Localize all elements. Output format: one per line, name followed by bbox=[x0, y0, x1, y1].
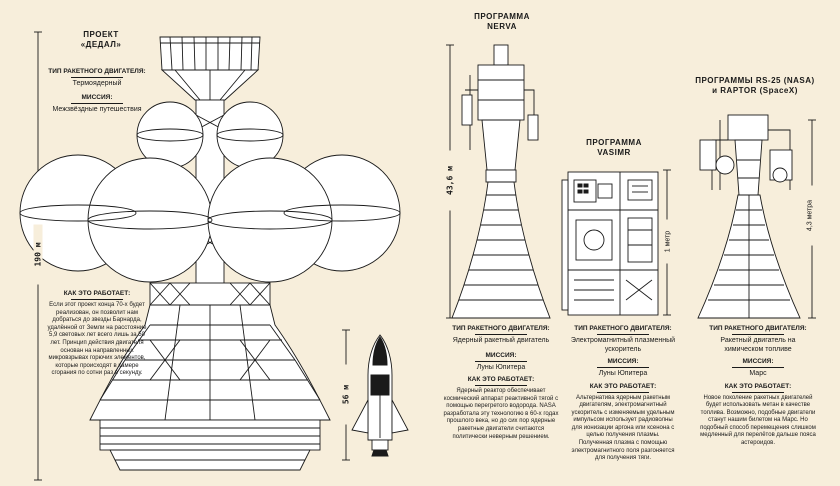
rs25-height-wrap: 4,3 метра bbox=[780, 185, 840, 246]
daedalus-engine-type-label: ТИП РАКЕТНОГО ДВИГАТЕЛЯ: bbox=[48, 68, 146, 75]
rs25-how-text: Новое поколение ракетных двигателей буде… bbox=[700, 394, 816, 447]
divider bbox=[71, 299, 123, 300]
vasimr-mission-label: МИССИЯ: bbox=[607, 358, 639, 365]
nerva-how-label: КАК ЭТО РАБОТАЕТ: bbox=[467, 376, 535, 383]
daedalus-height: 190 м bbox=[33, 224, 43, 285]
vasimr-height: 1 метр bbox=[664, 219, 672, 264]
vasimr-mission: Луны Юпитера bbox=[598, 370, 648, 377]
rs25-engine-type: Ракетный двигатель на химическом топливе bbox=[720, 337, 796, 353]
nerva-height: 43,6 м bbox=[445, 150, 455, 211]
nerva-drawing bbox=[446, 44, 551, 319]
divider bbox=[597, 367, 649, 368]
rs25-drawing bbox=[697, 114, 816, 319]
daedalus-height-wrap: 190 м bbox=[8, 224, 68, 285]
nerva-title: ПРОГРАММА NERVA bbox=[474, 12, 530, 31]
vasimr-info: ТИП РАКЕТНОГО ДВИГАТЕЛЯ: Электромагнитны… bbox=[570, 325, 676, 463]
divider bbox=[475, 334, 527, 335]
divider bbox=[475, 360, 527, 362]
daedalus-how: КАК ЭТО РАБОТАЕТ: Если этот проект конца… bbox=[44, 290, 150, 378]
space-shuttle-drawing bbox=[351, 334, 409, 457]
daedalus-mission: Межзвёздные путешествия bbox=[52, 105, 142, 113]
nerva-info: ТИП РАКЕТНОГО ДВИГАТЕЛЯ: Ядерный ракетны… bbox=[440, 325, 562, 441]
vasimr-drawing bbox=[561, 169, 671, 316]
vasimr-engine-type: Электромагнитный плазменный ускоритель bbox=[570, 337, 676, 353]
daedalus-title: ПРОЕКТ «ДЕДАЛ» bbox=[80, 30, 122, 49]
rs25-mission-label: МИССИЯ: bbox=[742, 358, 774, 365]
nerva-engine-type: Ядерный ракетный двигатель bbox=[452, 337, 550, 344]
daedalus-mission-label: МИССИЯ: bbox=[81, 93, 113, 101]
vasimr-height-wrap: 1 метр bbox=[646, 219, 690, 264]
rs25-info: ТИП РАКЕТНОГО ДВИГАТЕЛЯ: Ракетный двигат… bbox=[700, 325, 816, 448]
divider bbox=[732, 334, 784, 335]
nerva-engine-type-label: ТИП РАКЕТНОГО ДВИГАТЕЛЯ: bbox=[452, 325, 550, 332]
divider bbox=[71, 77, 123, 78]
nerva-how-text: Ядерный реактор обеспечивает космический… bbox=[443, 388, 559, 440]
vasimr-how-text: Альтернатива ядерным ракетным двигателям… bbox=[571, 394, 675, 462]
rs25-title: ПРОГРАММЫ RS-25 (NASA) и RAPTOR (SpaceX) bbox=[695, 76, 815, 95]
daedalus-engine-type: Термоядерный bbox=[72, 80, 122, 87]
shuttle-height: 56 м bbox=[341, 364, 351, 425]
rs25-how-label: КАК ЭТО РАБОТАЕТ: bbox=[724, 382, 792, 390]
daedalus-how-label: КАК ЭТО РАБОТАЕТ: bbox=[63, 290, 131, 297]
vasimr-engine-type-label: ТИП РАКЕТНОГО ДВИГАТЕЛЯ: bbox=[574, 325, 672, 332]
daedalus-drawing bbox=[19, 31, 401, 481]
nerva-mission: Луны Юпитера bbox=[476, 363, 526, 371]
divider bbox=[597, 334, 649, 335]
divider bbox=[71, 102, 123, 104]
nerva-height-wrap: 43,6 м bbox=[420, 150, 480, 211]
rs25-mission: Марс bbox=[749, 370, 767, 377]
vasimr-how-label: КАК ЭТО РАБОТАЕТ: bbox=[589, 382, 657, 390]
divider bbox=[475, 385, 527, 386]
daedalus-info: ТИП РАКЕТНОГО ДВИГАТЕЛЯ: Термоядерный МИ… bbox=[44, 68, 150, 114]
shuttle-height-wrap: 56 м bbox=[316, 364, 376, 425]
rs25-engine-type-label: ТИП РАКЕТНОГО ДВИГАТЕЛЯ: bbox=[709, 325, 807, 332]
vasimr-title: ПРОГРАММА VASIMR bbox=[586, 138, 642, 157]
divider bbox=[597, 391, 649, 393]
divider bbox=[732, 391, 784, 393]
rs25-height: 4,3 метра bbox=[806, 185, 814, 246]
daedalus-how-text: Если этот проект конца 70-х будет реализ… bbox=[47, 302, 147, 377]
divider bbox=[732, 367, 784, 368]
nerva-mission-label: МИССИЯ: bbox=[485, 351, 517, 359]
